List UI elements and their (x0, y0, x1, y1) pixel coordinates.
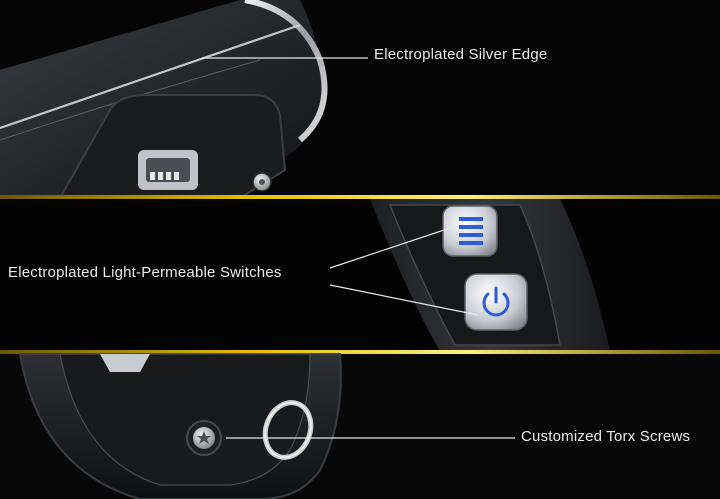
edge-callout-label: Electroplated Silver Edge (374, 46, 548, 63)
usb-port-icon (138, 150, 198, 190)
panel-middle (0, 199, 720, 351)
panel-bottom (0, 353, 720, 499)
power-button (464, 273, 528, 331)
menu-button (442, 205, 498, 257)
gold-divider-top (0, 195, 720, 199)
switches-callout-label: Electroplated Light-Permeable Switches (8, 264, 282, 281)
switches-callout-line-1 (329, 227, 451, 269)
power-icon (482, 286, 510, 317)
menu-lines-icon (459, 217, 483, 245)
top-screw-icon (252, 172, 272, 192)
gold-divider-bottom (0, 350, 720, 354)
panel-top (0, 0, 720, 199)
torx-screw-icon (186, 420, 222, 456)
switches-callout-line-2 (329, 284, 479, 316)
screws-callout-label: Customized Torx Screws (521, 428, 691, 445)
